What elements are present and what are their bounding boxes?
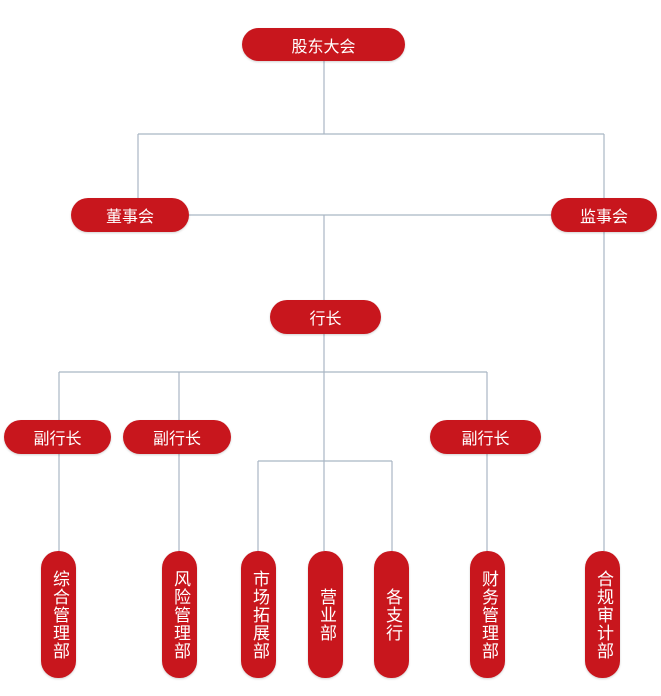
- operations-dept-node: 营业部: [308, 551, 343, 678]
- board-of-supervisors-node: 监事会: [551, 198, 657, 232]
- composite-management-dept-node: 综合管理部: [41, 551, 76, 678]
- node-label: 营业部: [316, 587, 336, 642]
- node-label: 市场拓展部: [249, 569, 269, 660]
- node-label: 副行长: [33, 429, 82, 448]
- node-label: 财务管理部: [478, 569, 498, 660]
- node-label: 董事会: [105, 207, 154, 226]
- shareholders-meeting-node: 股东大会: [242, 28, 405, 61]
- risk-management-dept-node: 风险管理部: [162, 551, 197, 678]
- finance-management-dept-node: 财务管理部: [470, 551, 505, 678]
- node-label: 副行长: [152, 429, 201, 448]
- node-label: 监事会: [579, 207, 628, 226]
- node-label: 风险管理部: [170, 569, 190, 660]
- compliance-audit-dept-node: 合规审计部: [585, 551, 620, 678]
- vice-president-node-2: 副行长: [123, 420, 231, 454]
- president-node: 行长: [270, 300, 381, 334]
- branches-node: 各支行: [374, 551, 409, 678]
- market-expansion-dept-node: 市场拓展部: [241, 551, 276, 678]
- node-label: 各支行: [382, 587, 402, 642]
- node-label: 合规审计部: [593, 569, 613, 660]
- node-label: 副行长: [461, 429, 510, 448]
- node-label: 行长: [309, 309, 342, 328]
- board-of-directors-node: 董事会: [71, 198, 189, 232]
- node-label: 综合管理部: [49, 569, 69, 660]
- vice-president-node-3: 副行长: [430, 420, 541, 454]
- vice-president-node-1: 副行长: [4, 420, 111, 454]
- node-label: 股东大会: [291, 36, 356, 56]
